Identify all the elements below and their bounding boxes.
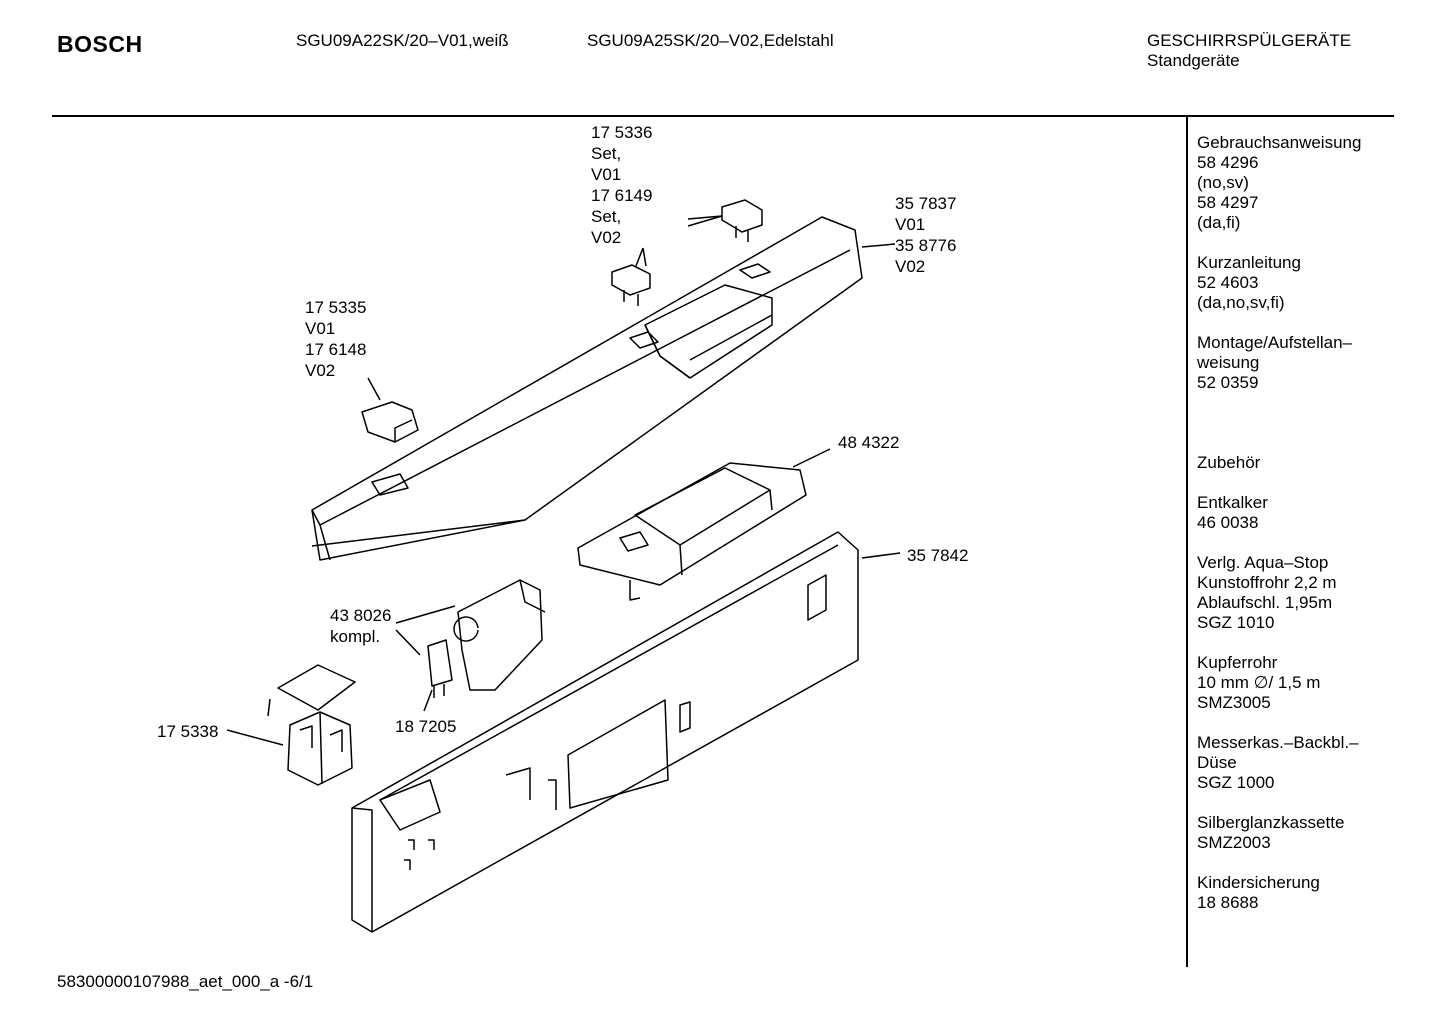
label-175336: 17 5336 Set, V01 17 6149 Set, V02 — [591, 123, 653, 247]
sidebar-group-line: 58 4297 — [1197, 193, 1259, 212]
sidebar-group: Zubehör — [1197, 453, 1387, 473]
sidebar-group-line: 10 mm ∅/ 1,5 m — [1197, 673, 1321, 692]
sidebar-group-line: 58 4296 — [1197, 153, 1259, 172]
sidebar-group-line: 52 4603 — [1197, 273, 1259, 292]
component-175338 — [277, 664, 356, 786]
sidebar-group-line: SGZ 1010 — [1197, 613, 1275, 632]
module-484322 — [577, 462, 807, 601]
sidebar-group-line: Kunstoffrohr 2,2 m — [1197, 573, 1337, 592]
sidebar-group-title: Zubehör — [1197, 453, 1261, 472]
sidebar-group-line: (da,fi) — [1197, 213, 1241, 232]
leader-187205 — [423, 689, 433, 712]
sidebar-group-title: Silberglanzkassette — [1197, 813, 1345, 832]
leader-484322 — [792, 448, 831, 468]
leader-175336 — [635, 215, 723, 267]
leader-438026 — [395, 605, 456, 656]
sidebar-group — [1197, 413, 1387, 433]
sidebar-group-line: SGZ 1000 — [1197, 773, 1275, 792]
category-title: GESCHIRRSPÜLGERÄTE — [1147, 31, 1352, 50]
model-v02: SGU09A25SK/20–V02,Edelstahl — [587, 31, 834, 50]
label-357837: 35 7837 V01 35 8776 V02 — [895, 194, 957, 276]
category-subtitle: Standgeräte — [1147, 51, 1240, 70]
frame-357842 — [351, 531, 859, 933]
document-code: 58300000107988_aet_000_a -6/1 — [57, 972, 314, 991]
leader-357842 — [861, 552, 901, 559]
leader-175338 — [226, 698, 284, 746]
leader-357837 — [861, 243, 896, 248]
component-438026 — [453, 579, 546, 691]
sidebar-group-title: Gebrauchsanweisung — [1197, 133, 1362, 152]
sidebar-group-line: (da,no,sv,fi) — [1197, 293, 1285, 312]
model-v01: SGU09A22SK/20–V01,weiß — [296, 31, 509, 50]
sidebar-group-line: Düse — [1197, 753, 1237, 772]
label-438026: 43 8026 kompl. — [330, 606, 392, 646]
button-set-v01 — [611, 199, 763, 306]
sidebar-group-line: 18 8688 — [1197, 893, 1259, 912]
brand-logo: BOSCH — [57, 31, 143, 57]
control-panel — [311, 216, 863, 561]
sidebar-group-title: Kupferrohr — [1197, 653, 1278, 672]
label-175338: 17 5338 — [157, 722, 219, 741]
label-187205: 18 7205 — [395, 717, 457, 736]
leader-175335 — [367, 377, 381, 401]
label-357842: 35 7842 — [907, 546, 969, 565]
sidebar-group-line: SMZ2003 — [1197, 833, 1271, 852]
sidebar-group-line: Ablaufschl. 1,95m — [1197, 593, 1333, 612]
sidebar-group-title: Montage/Aufstellan– — [1197, 333, 1352, 352]
sidebar-group-title: Entkalker — [1197, 493, 1268, 512]
sidebar-group-line: weisung — [1197, 353, 1260, 372]
sidebar-group-title: Kindersicherung — [1197, 873, 1320, 892]
component-187205 — [427, 639, 453, 698]
sidebar-group-title: Verlg. Aqua–Stop — [1197, 553, 1329, 572]
sidebar-group-title: Kurzanleitung — [1197, 253, 1301, 272]
cover-175335 — [361, 401, 419, 443]
sidebar-group-line: 52 0359 — [1197, 373, 1259, 392]
sidebar-group-title: Messerkas.–Backbl.– — [1197, 733, 1359, 752]
sidebar-group-line: 46 0038 — [1197, 513, 1259, 532]
sidebar-group-title — [1197, 413, 1387, 433]
sidebar-rule — [1186, 117, 1188, 967]
label-484322: 48 4322 — [838, 433, 900, 452]
header-rule — [52, 115, 1394, 117]
sidebar-group-line: SMZ3005 — [1197, 693, 1271, 712]
sidebar-group-line: (no,sv) — [1197, 173, 1249, 192]
label-175335: 17 5335 V01 17 6148 V02 — [305, 298, 367, 380]
